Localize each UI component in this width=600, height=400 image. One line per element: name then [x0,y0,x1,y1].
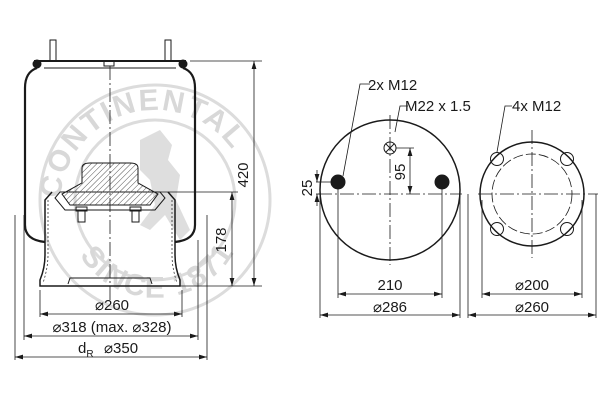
air-spring-side-view [23,39,197,300]
dia-200-label: ⌀200 [515,277,549,294]
stud-hole-left [330,174,346,190]
label-m22: M22 x 1.5 [405,98,471,115]
dia-286-label: ⌀286 [373,299,407,316]
horse-logo-icon [140,130,190,240]
height-178-label: 178 [213,227,230,252]
bolt-hole-2 [560,152,574,166]
bottom-plate-dimensions [467,194,597,318]
bolt-hole-4 [560,222,574,236]
dim-25-label: 25 [299,180,316,197]
side-view-dimensions [14,60,262,360]
bottom-plate-view [478,105,598,258]
bolt-hole-1 [490,152,504,166]
height-420-label: 420 [235,162,252,187]
dia-260-bottom-label: ⌀260 [515,299,549,316]
dim-210-label: 210 [377,277,402,294]
top-plate-dimensions [314,147,461,318]
dim-95-label: 95 [392,164,409,181]
top-plate-view [318,83,462,265]
bolt-hole-3 [490,222,504,236]
dia-350-label: ⌀350 [104,340,138,357]
dia-318-label: ⌀318 (max. ⌀328) [53,319,172,336]
top-stud-left [49,39,57,62]
label-4x-m12: 4x M12 [512,98,561,115]
top-stud-right [164,39,172,62]
dia-260-label: ⌀260 [95,297,129,314]
stud-hole-right [434,174,450,190]
dia-350-prefix: dR [78,340,94,360]
label-2x-m12: 2x M12 [368,77,417,94]
